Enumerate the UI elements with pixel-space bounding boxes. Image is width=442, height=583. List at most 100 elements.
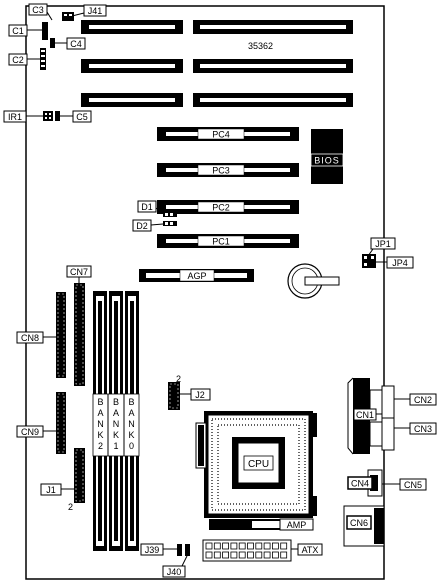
board-outline <box>25 5 385 580</box>
header-cn9 <box>56 392 66 454</box>
callout-cn6: CN6 <box>346 515 372 530</box>
label-amp: AMP <box>287 520 307 530</box>
label-bios: BIOS <box>314 156 340 166</box>
svg-text:CN2: CN2 <box>414 395 432 405</box>
bank-2-letter: 2 <box>98 441 103 451</box>
atx-pin <box>230 551 238 559</box>
callout-d2: D2 <box>132 219 164 232</box>
atx-pin <box>238 551 246 559</box>
label-cpu: CPU <box>248 459 269 470</box>
svg-text:J1: J1 <box>46 485 56 495</box>
pci-slot-pc3: PC3 <box>157 163 299 177</box>
svg-text:CN3: CN3 <box>414 424 432 434</box>
callout-c3: C3 <box>28 3 53 21</box>
atx-pin <box>263 542 271 550</box>
callout-cn3: CN3 <box>394 422 437 435</box>
svg-text:J41: J41 <box>88 6 103 16</box>
atx-pin <box>280 542 288 550</box>
connector-c2 <box>40 48 46 70</box>
callout-atx: ATX <box>291 543 323 556</box>
bank-0-letter: B <box>128 397 134 407</box>
label-pc3: PC3 <box>212 166 230 176</box>
svg-text:C2: C2 <box>12 55 24 65</box>
callout-j41: J41 <box>62 4 107 21</box>
header-cn8 <box>56 292 66 378</box>
pci-slot-pc1: PC1 <box>157 234 299 248</box>
bios-chip: BIOS <box>310 129 344 184</box>
atx-connector <box>202 539 292 562</box>
bank-2-letter: N <box>97 419 104 429</box>
bank-2-letter: A <box>97 408 103 418</box>
pci-slot-pc2: PC2 <box>157 200 299 214</box>
svg-text:CN7: CN7 <box>70 267 88 277</box>
connector-c1 <box>42 28 48 40</box>
label-pc4: PC4 <box>212 130 230 140</box>
connector-c3 <box>42 22 48 32</box>
jumper-j39 <box>177 544 182 556</box>
callout-cn7: CN7 <box>66 265 92 283</box>
callout-cn4: CN4 <box>347 476 373 490</box>
bank-0-letter: A <box>128 408 134 418</box>
atx-pin <box>213 542 221 550</box>
callout-cn5: CN5 <box>382 478 427 491</box>
atx-pin <box>222 542 230 550</box>
callout-j2: J2 <box>180 388 211 401</box>
j2-pin-label: 2 <box>176 374 181 384</box>
svg-text:J40: J40 <box>167 567 182 577</box>
svg-text:J39: J39 <box>145 545 160 555</box>
bank-0-letter: K <box>128 430 134 440</box>
bank-1-letter: N <box>113 419 120 429</box>
atx-pin <box>271 542 279 550</box>
svg-text:D2: D2 <box>136 221 148 231</box>
svg-text:CN9: CN9 <box>21 427 39 437</box>
callout-jp4: JP4 <box>376 256 414 269</box>
serial-port-stack <box>347 377 395 455</box>
callout-d1: D1 <box>137 200 164 214</box>
atx-pin <box>255 551 263 559</box>
svg-text:JP4: JP4 <box>392 258 408 268</box>
atx-pin <box>263 551 271 559</box>
callout-ir1: IR1 <box>3 110 53 123</box>
svg-text:D1: D1 <box>141 202 153 212</box>
callout-c4: C4 <box>54 37 86 50</box>
atx-pin <box>230 542 238 550</box>
callout-cn8: CN8 <box>16 331 56 344</box>
header-j2 <box>168 382 180 410</box>
svg-text:C4: C4 <box>70 39 82 49</box>
label-pc2: PC2 <box>212 203 230 213</box>
bank-1-letter: K <box>113 430 119 440</box>
callout-jp1: JP1 <box>367 237 396 257</box>
atx-pin <box>255 542 263 550</box>
board-id: 35362 <box>248 41 273 51</box>
svg-text:C1: C1 <box>12 26 24 36</box>
svg-text:CN8: CN8 <box>21 333 39 343</box>
svg-text:CN1: CN1 <box>356 410 374 420</box>
svg-text:CN5: CN5 <box>404 480 422 490</box>
callout-j39: J39 <box>140 543 177 556</box>
pci-slot-pc4: PC4 <box>157 127 299 141</box>
amp-slot: AMP <box>209 518 314 531</box>
atx-pin <box>271 551 279 559</box>
atx-pin <box>222 551 230 559</box>
svg-text:CN6: CN6 <box>350 518 368 528</box>
atx-pin <box>205 551 213 559</box>
battery <box>287 263 340 299</box>
svg-text:CN4: CN4 <box>351 479 369 489</box>
bank-0-letter: N <box>128 419 135 429</box>
callout-cn9: CN9 <box>16 425 56 438</box>
header-j1 <box>74 448 85 503</box>
svg-text:C3: C3 <box>32 5 44 15</box>
callout-cn2: CN2 <box>394 393 437 406</box>
bank-2-letter: B <box>97 397 103 407</box>
svg-text:IR1: IR1 <box>8 112 22 122</box>
callout-cn1: CN1 <box>353 408 377 421</box>
callout-c5: C5 <box>55 110 92 123</box>
svg-text:C5: C5 <box>76 112 88 122</box>
atx-pin <box>238 542 246 550</box>
jumper-j40 <box>185 544 190 556</box>
svg-text:JP1: JP1 <box>375 239 391 249</box>
label-pc1: PC1 <box>212 237 230 247</box>
bank-1-letter: 1 <box>113 441 118 451</box>
svg-text:ATX: ATX <box>302 545 319 555</box>
